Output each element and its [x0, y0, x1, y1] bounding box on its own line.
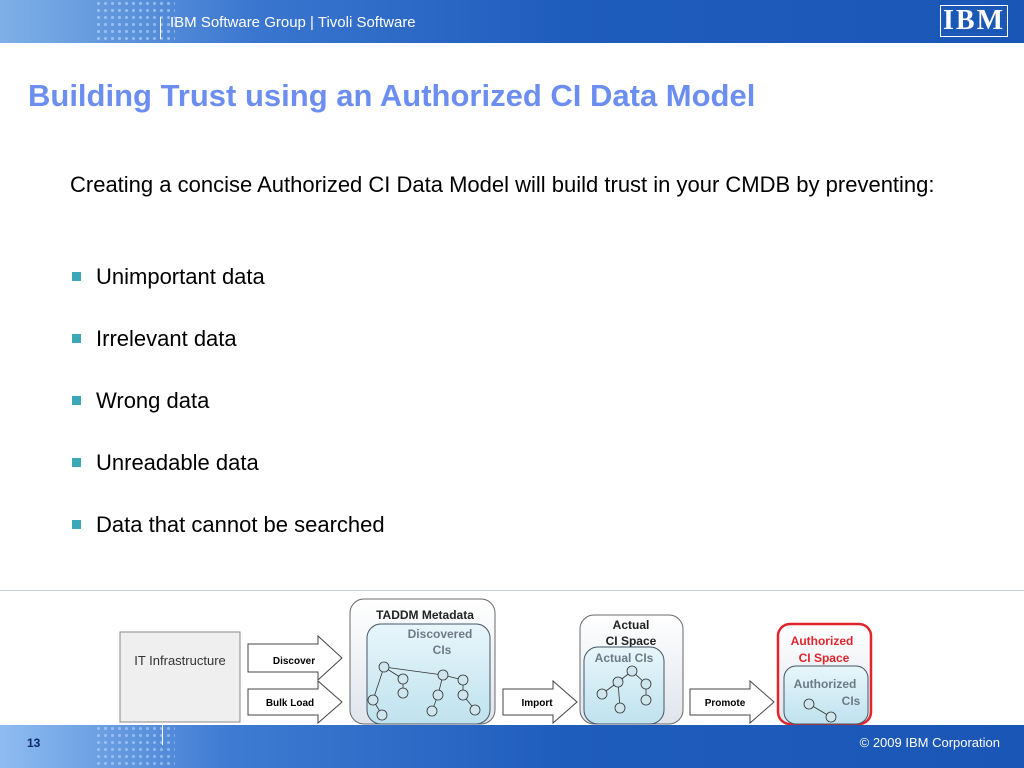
- bullet-item: Irrelevant data: [70, 324, 385, 386]
- data-flow-diagram: IT Infrastructure Discover Bulk Load TAD…: [0, 590, 1024, 726]
- ibm-logo: IBM: [940, 5, 1008, 37]
- bullet-item: Unimportant data: [70, 262, 385, 324]
- authorized-cis-box: [783, 665, 869, 725]
- bullet-item: Data that cannot be searched: [70, 510, 385, 572]
- dot-pattern: [95, 725, 175, 768]
- bulk-load-label: Bulk Load: [266, 698, 314, 709]
- bullet-marker: [72, 272, 81, 281]
- header-separator: [160, 17, 161, 39]
- header-bar: IBM Software Group | Tivoli Software IBM: [0, 0, 1024, 43]
- bullet-marker: [72, 458, 81, 467]
- footer-bar: 13 © 2009 IBM Corporation: [0, 725, 1024, 768]
- bulk-load-arrow: [247, 679, 343, 725]
- it-infrastructure-label: IT Infrastructure: [134, 653, 226, 668]
- authorized-cis-label-1: Authorized: [794, 677, 857, 691]
- authorized-ci-tree: [803, 698, 837, 723]
- discover-arrow: [247, 634, 343, 682]
- discovered-cis-label-1: Discovered: [408, 627, 473, 641]
- bullet-text: Wrong data: [96, 388, 210, 413]
- dot-pattern: [95, 0, 175, 43]
- copyright: © 2009 IBM Corporation: [859, 735, 1000, 750]
- intro-text: Creating a concise Authorized CI Data Mo…: [70, 172, 935, 197]
- bullet-item: Wrong data: [70, 386, 385, 448]
- actual-ci-space-label-2: CI Space: [606, 634, 657, 648]
- slide-title: Building Trust using an Authorized CI Da…: [28, 78, 756, 113]
- discovered-cis-box: [366, 623, 491, 725]
- bullet-list: Unimportant data Irrelevant data Wrong d…: [70, 262, 385, 572]
- group-name: IBM Software Group | Tivoli Software: [170, 14, 416, 31]
- authorized-ci-space-label-2: CI Space: [799, 651, 850, 665]
- actual-ci-tree: [596, 665, 652, 714]
- import-arrow: [502, 679, 578, 725]
- bullet-marker: [72, 396, 81, 405]
- actual-ci-space-label-1: Actual: [613, 618, 650, 632]
- actual-cis-label: Actual CIs: [595, 651, 654, 665]
- taddm-metadata-label: TADDM Metadata: [376, 608, 474, 622]
- bullet-item: Unreadable data: [70, 448, 385, 510]
- bullet-text: Unimportant data: [96, 264, 265, 289]
- import-label: Import: [521, 698, 553, 709]
- page-number: 13: [27, 736, 41, 750]
- bullet-marker: [72, 520, 81, 529]
- promote-label: Promote: [705, 698, 746, 709]
- discovered-ci-tree: [367, 661, 481, 721]
- discovered-cis-label-2: CIs: [433, 643, 452, 657]
- bullet-text: Irrelevant data: [96, 326, 237, 351]
- bullet-marker: [72, 334, 81, 343]
- promote-arrow: [689, 679, 775, 725]
- it-infrastructure-box: [119, 631, 241, 723]
- footer-separator: [162, 725, 163, 745]
- discover-label: Discover: [273, 656, 315, 667]
- bullet-text: Data that cannot be searched: [96, 512, 385, 537]
- flow-diagram-svg: IT Infrastructure Discover Bulk Load TAD…: [119, 598, 873, 726]
- authorized-cis-label-2: CIs: [842, 694, 861, 708]
- authorized-ci-space-label-1: Authorized: [791, 634, 854, 648]
- bullet-text: Unreadable data: [96, 450, 259, 475]
